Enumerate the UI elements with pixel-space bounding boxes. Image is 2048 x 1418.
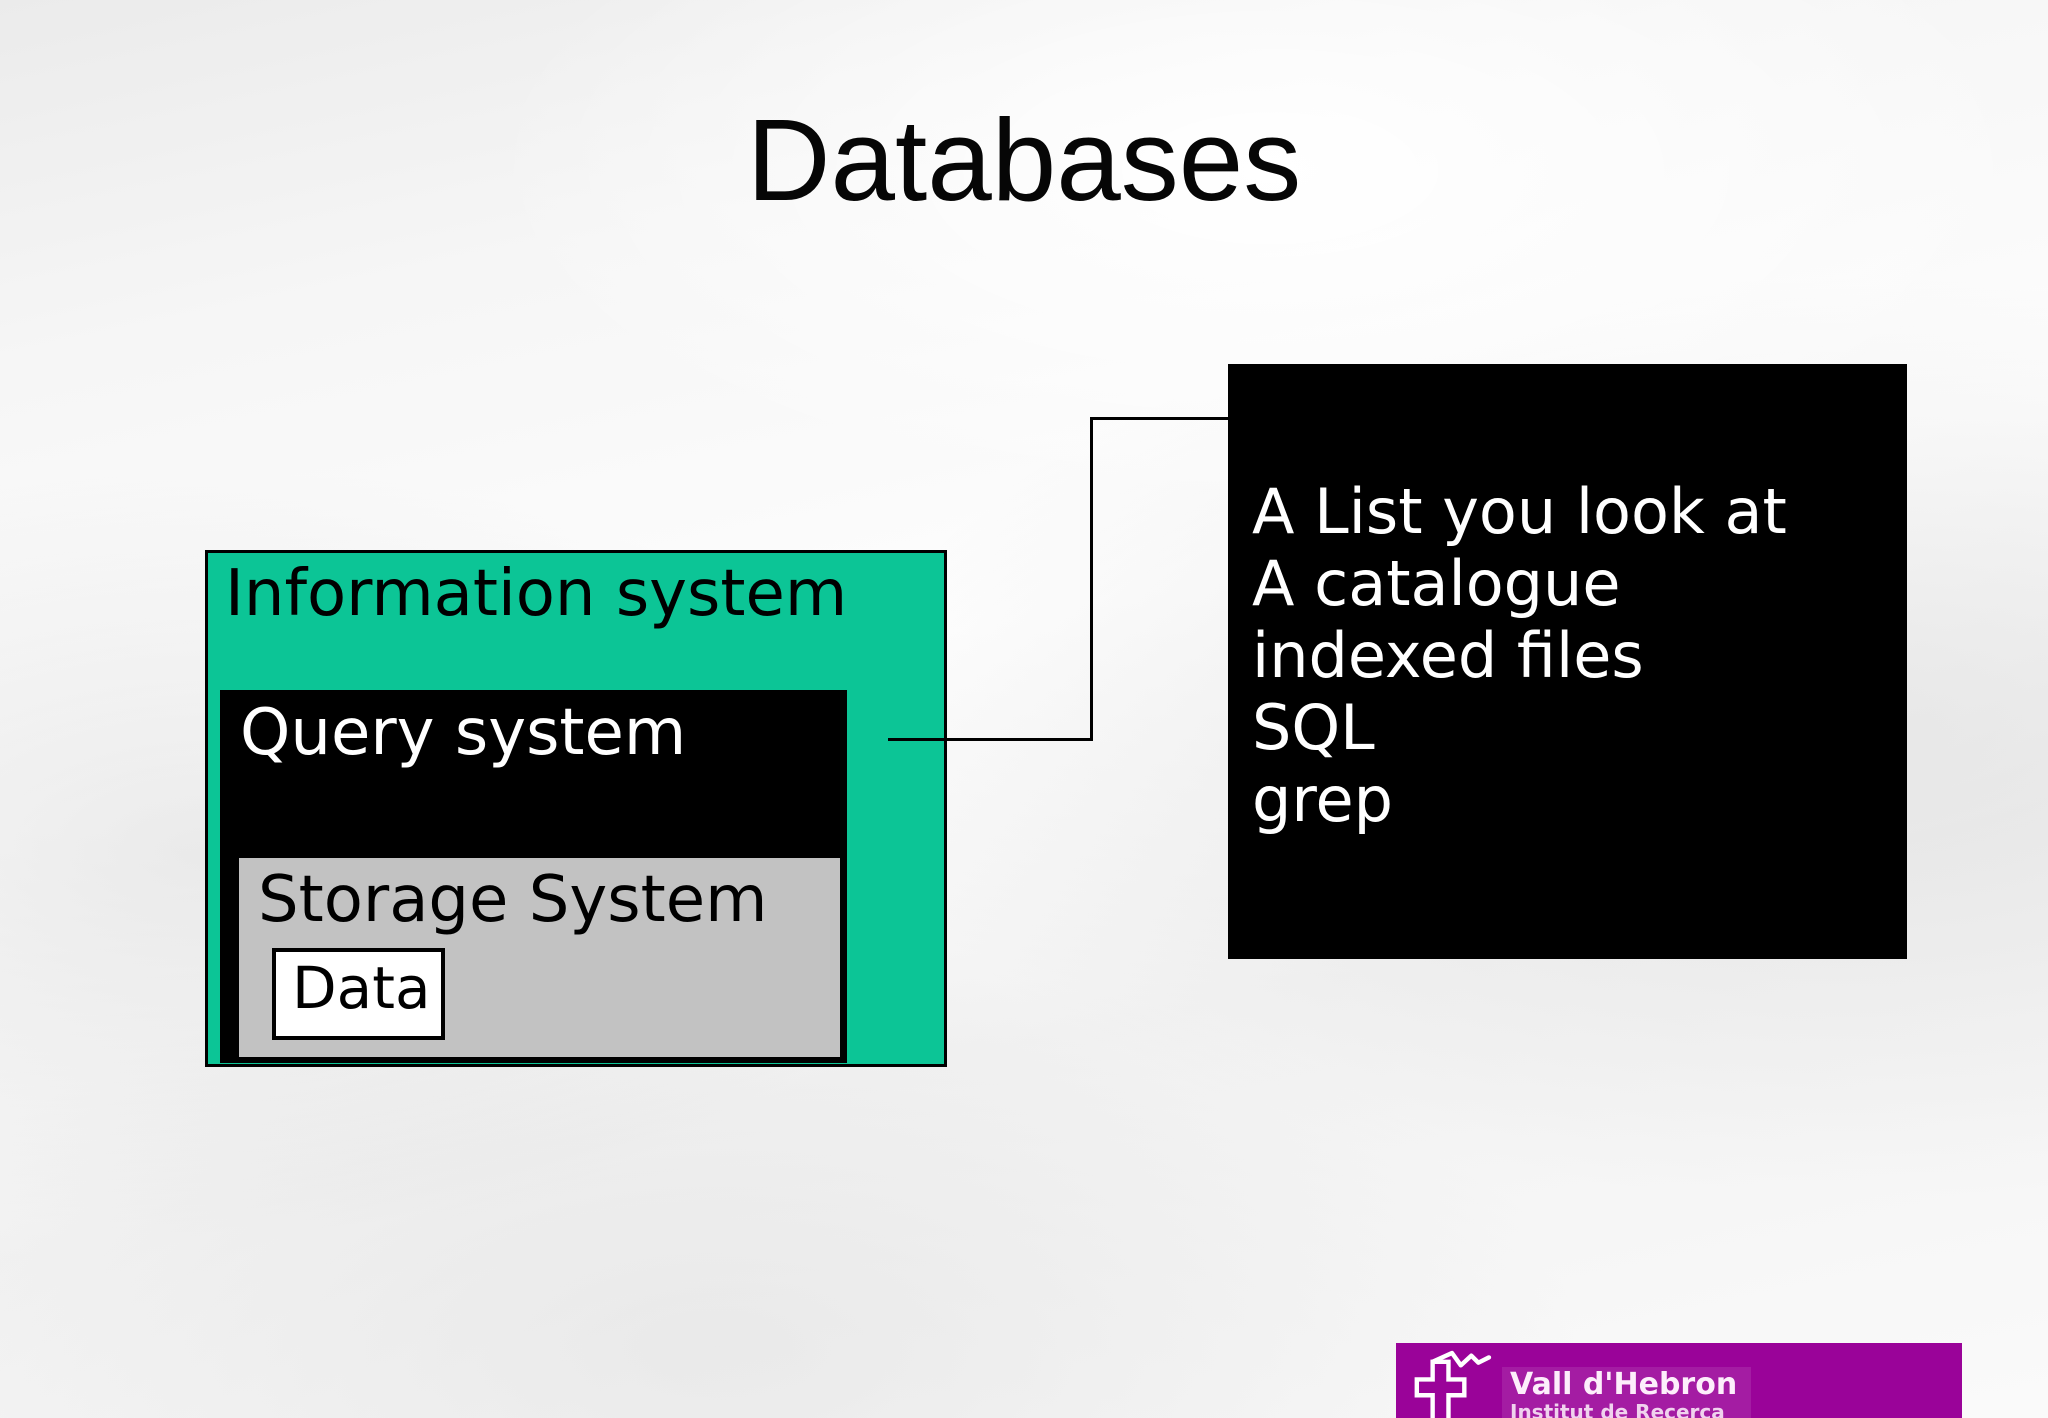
storage-system-label: Storage System: [258, 863, 768, 937]
examples-box: A List you look at A catalogue indexed f…: [1228, 364, 1907, 959]
information-system-label: Information system: [225, 557, 848, 631]
connector-line-horizontal-upper: [1090, 417, 1230, 420]
connector-line-vertical: [1090, 417, 1093, 741]
data-label: Data: [292, 954, 431, 1022]
logo-subtitle: Institut de Recerca: [1510, 1400, 1725, 1418]
vall-dhebron-logo-banner: Vall d'Hebron Institut de Recerca: [1396, 1343, 1962, 1418]
example-line: A List you look at: [1252, 475, 1787, 548]
example-line: A catalogue: [1252, 547, 1621, 620]
example-line: grep: [1252, 763, 1393, 836]
logo-title: Vall d'Hebron: [1510, 1367, 1738, 1402]
logo-text-block: Vall d'Hebron Institut de Recerca: [1502, 1367, 1752, 1418]
data-box: Data: [272, 948, 445, 1040]
example-line: SQL: [1252, 691, 1375, 764]
page-title: Databases: [746, 95, 1302, 225]
query-system-label: Query system: [240, 696, 687, 770]
cross-icon: [1414, 1350, 1492, 1418]
connector-line-horizontal-lower: [888, 738, 1093, 741]
example-line: indexed files: [1252, 619, 1644, 692]
